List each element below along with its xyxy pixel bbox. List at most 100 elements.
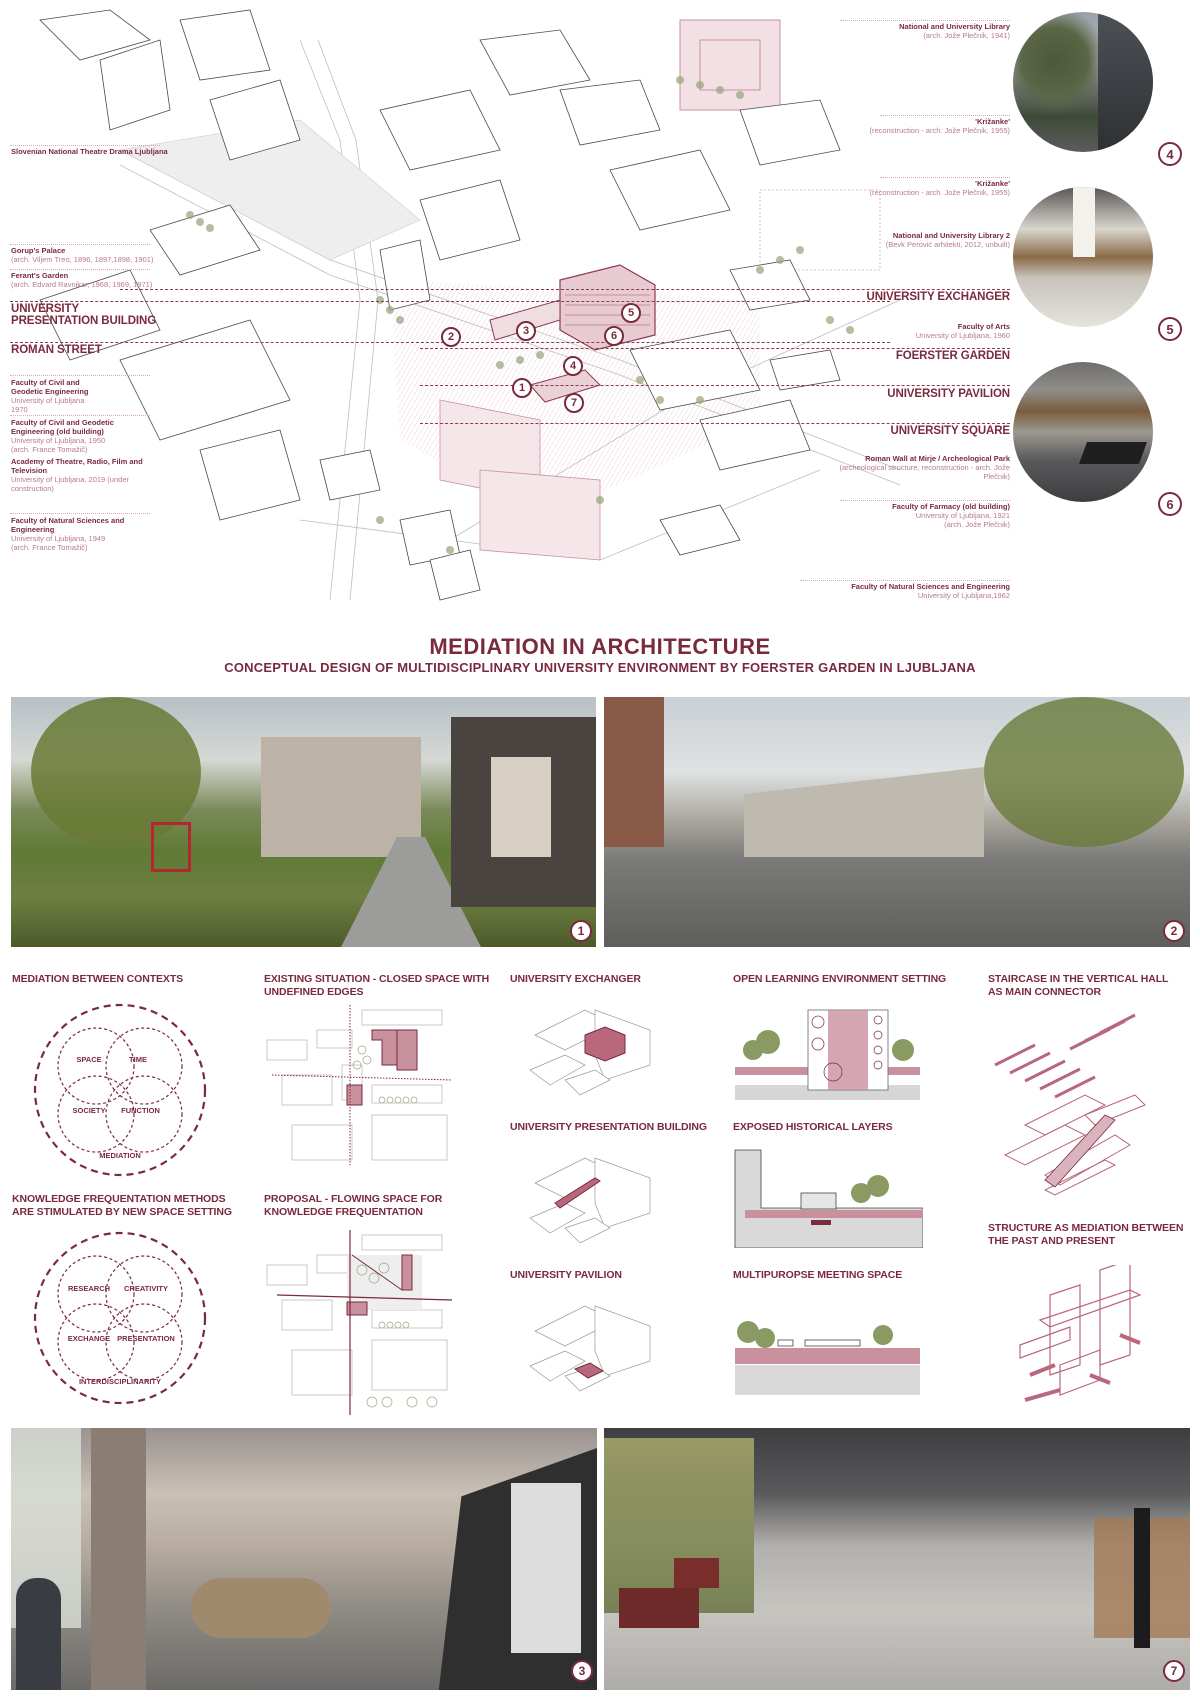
heading-multipurpose-space: MULTIPUROPSE MEETING SPACE: [733, 1269, 903, 1281]
render-5-staircase: [1013, 187, 1153, 327]
red-sofa: [619, 1588, 699, 1628]
multipurpose-section: [735, 1321, 920, 1395]
level-line: [120, 289, 1010, 290]
label-drama-theatre: Slovenian National Theatre Drama Ljublja…: [11, 147, 168, 156]
render-3-interior-hall: [11, 1428, 597, 1690]
site-axonometric-drawing: [39, 9, 901, 601]
render-2-square: [604, 697, 1190, 947]
staircase-exploded-axonometric: [994, 1013, 1146, 1196]
label-faculty-civil: Faculty of Civil and Geodetic Engineerin…: [11, 378, 89, 414]
guide-line: [840, 500, 1010, 501]
guide-line: [840, 20, 1010, 21]
structure-exploded-axonometric: [1019, 1265, 1142, 1402]
level-line: [10, 301, 890, 302]
venn-label-research: RESEARCH: [67, 1284, 111, 1293]
tree-canopy: [984, 697, 1184, 847]
venn-label-exchange: EXCHANGE: [67, 1334, 111, 1343]
brick-building: [604, 697, 664, 847]
render-number-6: 6: [1158, 492, 1182, 516]
label-gorup-palace: Gorup's Palace (arch. Viljem Treo, 1896,…: [11, 246, 154, 264]
venn-label-time: TIME: [129, 1055, 147, 1064]
render-6-workshop: [1013, 362, 1153, 502]
level-line: [420, 423, 1010, 424]
render-number-7: 7: [1163, 1660, 1185, 1682]
historical-layers-section: [734, 1149, 923, 1248]
white-relief-panel: [511, 1483, 581, 1653]
label-roman-wall: Roman Wall at Mirje / Archeological Park…: [839, 454, 1011, 481]
venn-label-society: SOCIETY: [72, 1106, 106, 1115]
heading-knowledge-methods: KNOWLEDGE FREQUENTATION METHODS ARE STIM…: [12, 1193, 232, 1218]
label-university-pavilion: UNIVERSITY PAVILION: [887, 388, 1010, 400]
guide-line: [10, 145, 160, 146]
building-facade: [1098, 12, 1153, 152]
guide-line: [10, 513, 150, 514]
heading-mediation-contexts: MEDIATION BETWEEN CONTEXTS: [12, 973, 184, 985]
heading-existing-situation: EXISTING SITUATION - CLOSED SPACE WITH U…: [264, 973, 490, 998]
person-figure: [1134, 1508, 1150, 1648]
venn-label-function: FUNCTION: [121, 1106, 160, 1115]
label-faculty-natural-sciences-1962: Faculty of Natural Sciences and Engineer…: [851, 582, 1010, 600]
label-ferant-garden: Ferant's Garden (arch. Edvard Ravnikar, …: [11, 271, 153, 289]
exchanger-axonometric: [529, 1009, 651, 1096]
label-roman-street: ROMAN STREET: [11, 344, 102, 356]
timber-logs: [191, 1578, 331, 1638]
label-national-library-2: National and University Library 2 (Bevk …: [885, 231, 1010, 249]
view-marker-1[interactable]: 1: [512, 378, 532, 398]
render-1-garden: [11, 697, 596, 947]
venn-label-mediation: MEDIATION: [99, 1151, 141, 1160]
presentation-axonometric: [529, 1157, 651, 1244]
heading-university-pavilion: UNIVERSITY PAVILION: [510, 1269, 622, 1281]
label-university-exchanger: UNIVERSITY EXCHANGER: [866, 291, 1010, 303]
venn-label-creativity: CREATIVITY: [123, 1284, 169, 1293]
guide-line: [880, 177, 1010, 178]
label-university-square: UNIVERSITY SQUARE: [890, 425, 1011, 437]
view-marker-2[interactable]: 2: [441, 327, 461, 347]
heading-structure-mediation: STRUCTURE AS MEDIATION BETWEEN THE PAST …: [988, 1222, 1184, 1247]
render-number-5: 5: [1158, 317, 1182, 341]
label-university-presentation-building: UNIVERSITY PRESENTATION BUILDING: [11, 303, 157, 327]
proposal-plan: [266, 1230, 453, 1415]
open-learning-section: [735, 1009, 920, 1100]
level-line: [420, 385, 1010, 386]
view-marker-3[interactable]: 3: [516, 321, 536, 341]
building-background: [261, 737, 421, 857]
pavilion-axonometric: [529, 1305, 651, 1392]
label-krizanke-2: 'Križanke' (reconstruction - arch. Jože …: [869, 179, 1010, 197]
mediation-venn-diagram: [33, 1003, 207, 1177]
heading-staircase: STAIRCASE IN THE VERTICAL HALL AS MAIN C…: [988, 973, 1169, 998]
render-number-1: 1: [570, 920, 592, 942]
heading-historical-layers: EXPOSED HISTORICAL LAYERS: [733, 1121, 893, 1133]
view-marker-6[interactable]: 6: [604, 326, 624, 346]
render-7-pavilion-lounge: [604, 1428, 1190, 1690]
person-figure: [16, 1578, 61, 1690]
page-subtitle: CONCEPTUAL DESIGN OF MULTIDISCIPLINARY U…: [224, 660, 976, 675]
pavilion-window: [491, 757, 551, 857]
label-foerster-garden: FOERSTER GARDEN: [895, 350, 1010, 362]
new-building: [744, 767, 984, 857]
label-faculty-farmacy: Faculty of Farmacy (old building) Univer…: [892, 502, 1010, 529]
red-sculpture: [151, 822, 191, 872]
label-faculty-arts: Faculty of Arts University of Ljubljana,…: [915, 322, 1010, 340]
red-sofa: [674, 1558, 719, 1588]
view-marker-4[interactable]: 4: [563, 356, 583, 376]
guide-line: [880, 115, 1010, 116]
heading-open-learning: OPEN LEARNING ENVIRONMENT SETTING: [733, 973, 947, 985]
label-faculty-civil-old: Faculty of Civil and Geodetic Engineerin…: [11, 418, 114, 454]
axonometric-site-plan: Slovenian National Theatre Drama Ljublja…: [0, 0, 1010, 620]
heading-proposal: PROPOSAL - FLOWING SPACE FOR KNOWLEDGE F…: [264, 1193, 443, 1218]
venn-label-space: SPACE: [76, 1055, 102, 1064]
knowledge-venn-diagram: [33, 1231, 207, 1405]
page-title: MEDIATION IN ARCHITECTURE: [429, 634, 771, 659]
label-krizanke-1: 'Križanke' (reconstruction - arch. Jože …: [869, 117, 1010, 135]
label-national-library: National and University Library (arch. J…: [899, 22, 1010, 40]
render-number-2: 2: [1163, 920, 1185, 942]
view-marker-7[interactable]: 7: [564, 393, 584, 413]
label-faculty-natural-sciences: Faculty of Natural Sciences and Engineer…: [11, 516, 125, 552]
guide-line: [10, 269, 150, 270]
render-number-3: 3: [571, 1660, 593, 1682]
render-4-courtyard: [1013, 12, 1153, 152]
heading-presentation-building: UNIVERSITY PRESENTATION BUILDING: [510, 1121, 707, 1133]
view-marker-5[interactable]: 5: [621, 303, 641, 323]
level-line: [420, 348, 1010, 349]
existing-situation-plan: [266, 1005, 453, 1165]
